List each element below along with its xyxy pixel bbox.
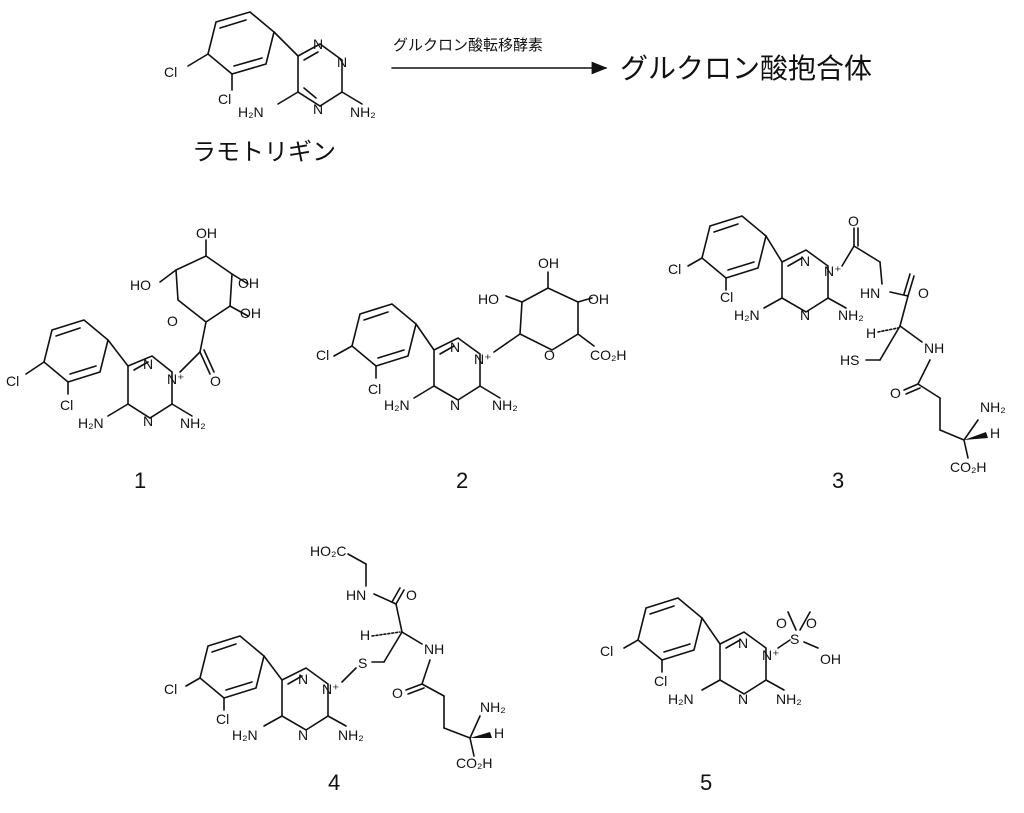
compound-4-structure: Cl Cl N N⁺ N H₂N NH₂ S H O HN HO₂C NH O	[164, 543, 506, 771]
atom-n: N	[298, 671, 308, 687]
atom-n: N	[143, 356, 153, 372]
atom-cl: Cl	[218, 91, 231, 107]
compound-5-structure: Cl Cl N N⁺ N H₂N NH₂ S O O OH	[600, 597, 841, 707]
atom-o: O	[210, 373, 221, 389]
atom-co2h: CO₂H	[950, 459, 987, 475]
atom-s: S	[790, 631, 799, 647]
atom-n: N	[738, 691, 748, 707]
atom-nh2: NH₂	[838, 307, 864, 323]
atom-h2n: H₂N	[238, 104, 264, 120]
enzyme-label: グルクロン酸転移酵素	[393, 36, 543, 54]
atom-n: N	[800, 253, 810, 269]
atom-oh: OH	[588, 291, 609, 307]
compound-label-4: 4	[328, 770, 340, 795]
atom-hn: HN	[346, 587, 366, 603]
compound-2-structure: Cl Cl N N⁺ N H₂N NH₂ O HO OH OH CO₂H	[316, 255, 627, 413]
atom-o: O	[806, 615, 817, 631]
atom-o: O	[392, 685, 403, 701]
atom-nh2: NH₂	[492, 397, 518, 413]
reactant-name: ラモトリギン	[192, 138, 336, 166]
atom-cl: Cl	[368, 381, 381, 397]
atom-n: N	[800, 307, 810, 323]
atom-h: H	[360, 627, 370, 643]
atom-h2n: H₂N	[734, 307, 760, 323]
atom-oh: OH	[240, 305, 261, 321]
atom-ho: HO	[478, 291, 499, 307]
atom-nh2: NH₂	[480, 699, 506, 715]
atom-h: H	[494, 725, 504, 741]
atom-co2h: CO₂H	[590, 347, 627, 363]
atom-o: O	[890, 385, 901, 401]
atom-n: N	[337, 54, 347, 70]
atom-hs: HS	[840, 352, 859, 368]
atom-h: H	[990, 425, 1000, 441]
atom-nh2: NH₂	[350, 104, 376, 120]
atom-oh: OH	[820, 651, 841, 667]
atom-ho: HO	[130, 277, 151, 293]
atom-s: S	[358, 655, 367, 671]
atom-n-plus: N⁺	[824, 263, 842, 279]
product-name: グルクロン酸抱合体	[620, 52, 872, 85]
atom-oh: OH	[238, 275, 259, 291]
compound-3-structure: Cl Cl N N⁺ N H₂N NH₂ O HN O H HS NH O	[668, 213, 1006, 475]
atom-n: N	[738, 635, 748, 651]
compound-label-3: 3	[832, 468, 844, 493]
lamotrigine-structure: Cl Cl N N N H₂N NH₂	[164, 11, 376, 120]
atom-hn: HN	[860, 285, 880, 301]
reaction-arrow: グルクロン酸転移酵素	[391, 36, 608, 75]
atom-h2n: H₂N	[384, 397, 410, 413]
atom-cl: Cl	[216, 711, 229, 727]
atom-cl: Cl	[720, 289, 733, 305]
compound-label-5: 5	[700, 770, 712, 795]
atom-n: N	[143, 413, 153, 429]
atom-h2n: H₂N	[668, 691, 694, 707]
compound-label-2: 2	[456, 468, 468, 493]
atom-cl: Cl	[600, 643, 613, 659]
atom-cl: Cl	[164, 681, 177, 697]
compound-label-1: 1	[134, 468, 146, 493]
atom-n-plus: N⁺	[322, 681, 340, 697]
atom-o: O	[918, 285, 929, 301]
atom-co2h: CO₂H	[456, 755, 493, 771]
atom-cl: Cl	[654, 673, 667, 689]
atom-o: O	[776, 615, 787, 631]
atom-n: N	[450, 339, 460, 355]
atom-n: N	[313, 101, 323, 117]
atom-nh2: NH₂	[338, 727, 364, 743]
atom-cl: Cl	[668, 261, 681, 277]
atom-cl: Cl	[316, 347, 329, 363]
compound-1-structure: Cl Cl N N⁺ N H₂N NH₂ O O HO OH OH OH	[6, 225, 261, 431]
atom-nh2: NH₂	[980, 399, 1006, 415]
atom-cl: Cl	[60, 397, 73, 413]
atom-nh2: NH₂	[180, 415, 206, 431]
atom-h2n: H₂N	[78, 415, 104, 431]
atom-oh: OH	[538, 255, 559, 271]
atom-cl: Cl	[6, 373, 19, 389]
atom-h: H	[866, 325, 876, 341]
atom-n-plus: N⁺	[167, 371, 185, 387]
atom-n-plus: N⁺	[762, 647, 780, 663]
atom-n: N	[298, 727, 308, 743]
atom-n-plus: N⁺	[474, 351, 492, 367]
atom-o: O	[167, 313, 178, 329]
atom-n: N	[450, 397, 460, 413]
atom-nh: NH	[424, 641, 444, 657]
atom-h2n: H₂N	[232, 727, 258, 743]
atom-nh2: NH₂	[776, 691, 802, 707]
atom-n: N	[313, 36, 323, 52]
atom-o: O	[848, 213, 859, 229]
atom-oh: OH	[196, 225, 217, 241]
atom-ho2c: HO₂C	[310, 543, 347, 559]
atom-o: O	[544, 347, 555, 363]
atom-nh: NH	[924, 340, 944, 356]
atom-cl: Cl	[164, 64, 177, 80]
atom-o: O	[406, 587, 417, 603]
